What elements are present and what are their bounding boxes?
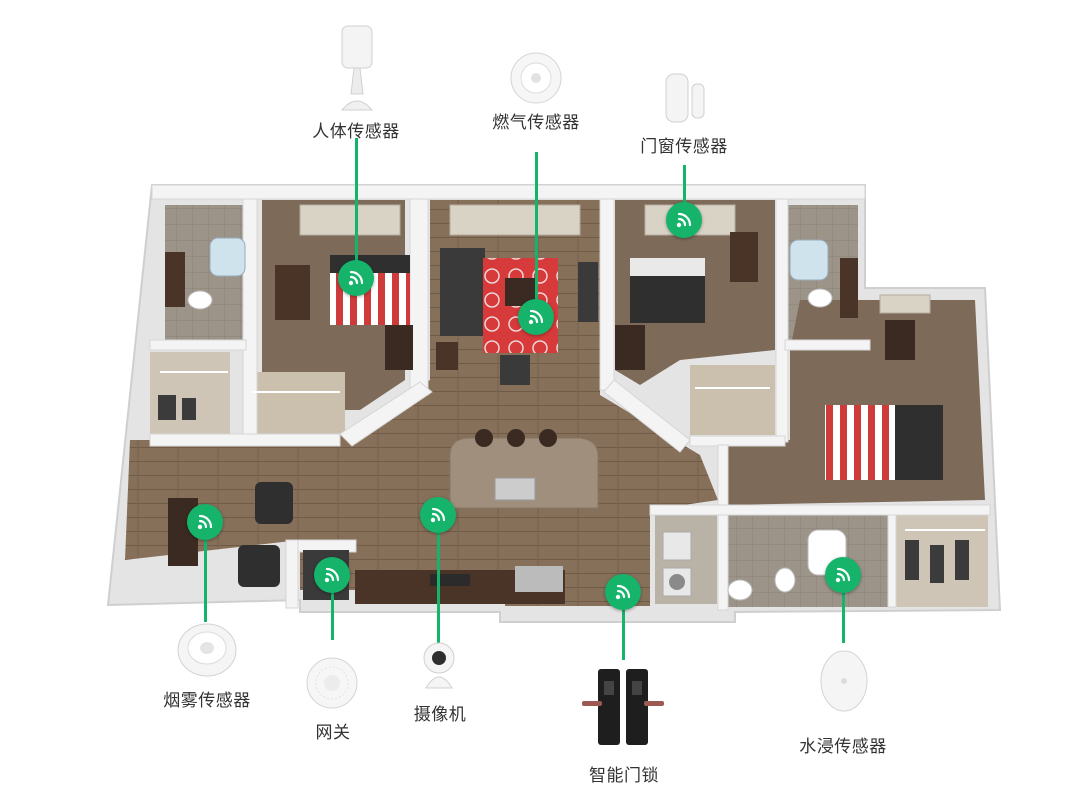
wifi-signal-icon: [324, 567, 340, 583]
door-window-sensor-icon: [665, 73, 705, 123]
wifi-signal-icon: [615, 584, 631, 600]
signal-node-gas: [518, 299, 554, 335]
connector-line: [621, 592, 625, 660]
wifi-signal-icon: [430, 507, 446, 523]
label-camera: 摄像机: [413, 705, 467, 725]
signal-node-smoke: [187, 504, 223, 540]
signal-node-camera: [420, 497, 456, 533]
label-water-sensor: 水浸传感器: [799, 737, 887, 757]
wifi-signal-icon: [676, 212, 692, 228]
connector-line: [330, 575, 334, 640]
connector-line: [534, 152, 538, 317]
connector-line: [354, 138, 358, 278]
label-smoke-sensor: 烟雾传感器: [163, 691, 251, 711]
gas-sensor-icon: [510, 52, 562, 104]
connector-line: [841, 575, 845, 643]
label-gas-sensor: 燃气传感器: [492, 113, 580, 133]
connector-line: [682, 165, 686, 220]
wifi-signal-icon: [197, 514, 213, 530]
label-smart-lock: 智能门锁: [589, 766, 659, 786]
label-human-sensor: 人体传感器: [312, 122, 400, 142]
motion-sensor-icon: [340, 25, 374, 111]
signal-node-human: [338, 260, 374, 296]
connector-line: [203, 522, 207, 622]
signal-node-water: [825, 557, 861, 593]
label-door-sensor: 门窗传感器: [640, 137, 728, 157]
smoke-sensor-icon: [177, 623, 237, 677]
wifi-signal-icon: [835, 567, 851, 583]
signal-node-lock: [605, 574, 641, 610]
label-gateway: 网关: [315, 723, 351, 743]
signal-node-door: [666, 202, 702, 238]
connector-line: [436, 515, 440, 643]
smart-lock-icon: [582, 669, 664, 745]
wifi-signal-icon: [528, 309, 544, 325]
water-sensor-icon: [820, 650, 868, 712]
gateway-icon: [306, 657, 358, 709]
signal-node-gateway: [314, 557, 350, 593]
camera-icon: [423, 642, 455, 689]
wifi-signal-icon: [348, 270, 364, 286]
